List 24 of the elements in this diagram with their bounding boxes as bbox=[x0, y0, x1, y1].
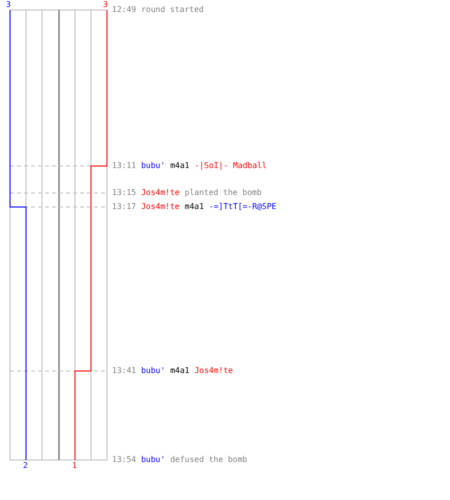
weapon-name: m4a1 bbox=[170, 366, 190, 375]
time-label: 12:49 bbox=[112, 5, 136, 14]
event-text: round started bbox=[141, 5, 204, 14]
player-name: bubu' bbox=[141, 161, 166, 170]
weapon-name: m4a1 bbox=[170, 161, 190, 170]
player-count: 2 bbox=[23, 461, 28, 470]
player-name: Jos4m!te bbox=[141, 202, 180, 211]
event-text: planted the bomb bbox=[184, 188, 262, 197]
weapon-name: m4a1 bbox=[184, 202, 204, 211]
event-text: defused the bomb bbox=[170, 455, 248, 464]
time-label: 13:41 bbox=[112, 366, 136, 375]
time-label: 13:15 bbox=[112, 188, 136, 197]
player-name: bubu' bbox=[141, 455, 166, 464]
player-name: -=]TtT[=-R@SPE bbox=[208, 202, 276, 211]
player-name: bubu' bbox=[141, 366, 166, 375]
player-name: -|SoI|- Madball bbox=[194, 161, 267, 170]
player-name: Jos4m!te bbox=[194, 366, 233, 375]
time-label: 13:17 bbox=[112, 202, 136, 211]
player-name: Jos4m!te bbox=[141, 188, 180, 197]
time-label: 13:11 bbox=[112, 161, 136, 170]
player-count: 1 bbox=[72, 461, 77, 470]
player-count: 3 bbox=[103, 0, 108, 9]
time-label: 13:54 bbox=[112, 455, 136, 464]
player-count: 3 bbox=[6, 0, 11, 9]
